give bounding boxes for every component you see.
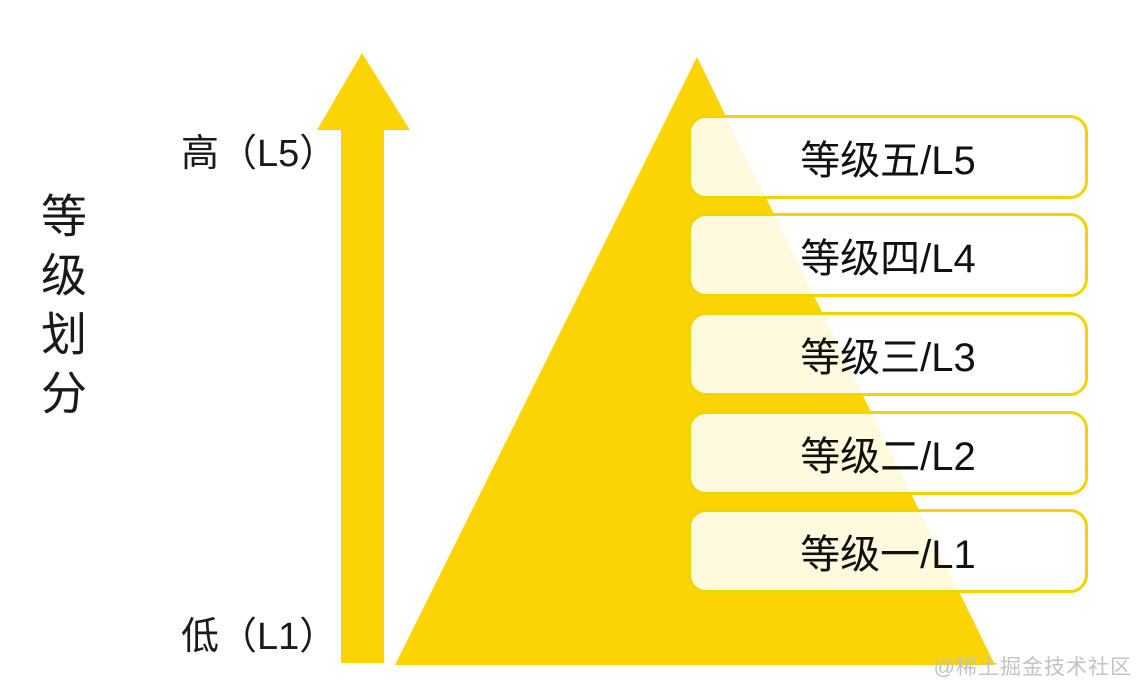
level-box-l5: 等级五/L5	[688, 115, 1088, 199]
watermark: @稀土掘金技术社区	[933, 656, 1132, 679]
diagram-title: 等级划分	[35, 192, 87, 428]
level-box-l3: 等级三/L3	[688, 312, 1088, 396]
up-arrow-icon	[317, 53, 410, 663]
axis-high-label: 高（L5）	[181, 133, 338, 175]
axis-low-label: 低（L1）	[181, 616, 338, 658]
level-box-l1: 等级一/L1	[688, 509, 1088, 593]
level-box-l4: 等级四/L4	[688, 213, 1088, 297]
level-box-l2: 等级二/L2	[688, 411, 1088, 495]
